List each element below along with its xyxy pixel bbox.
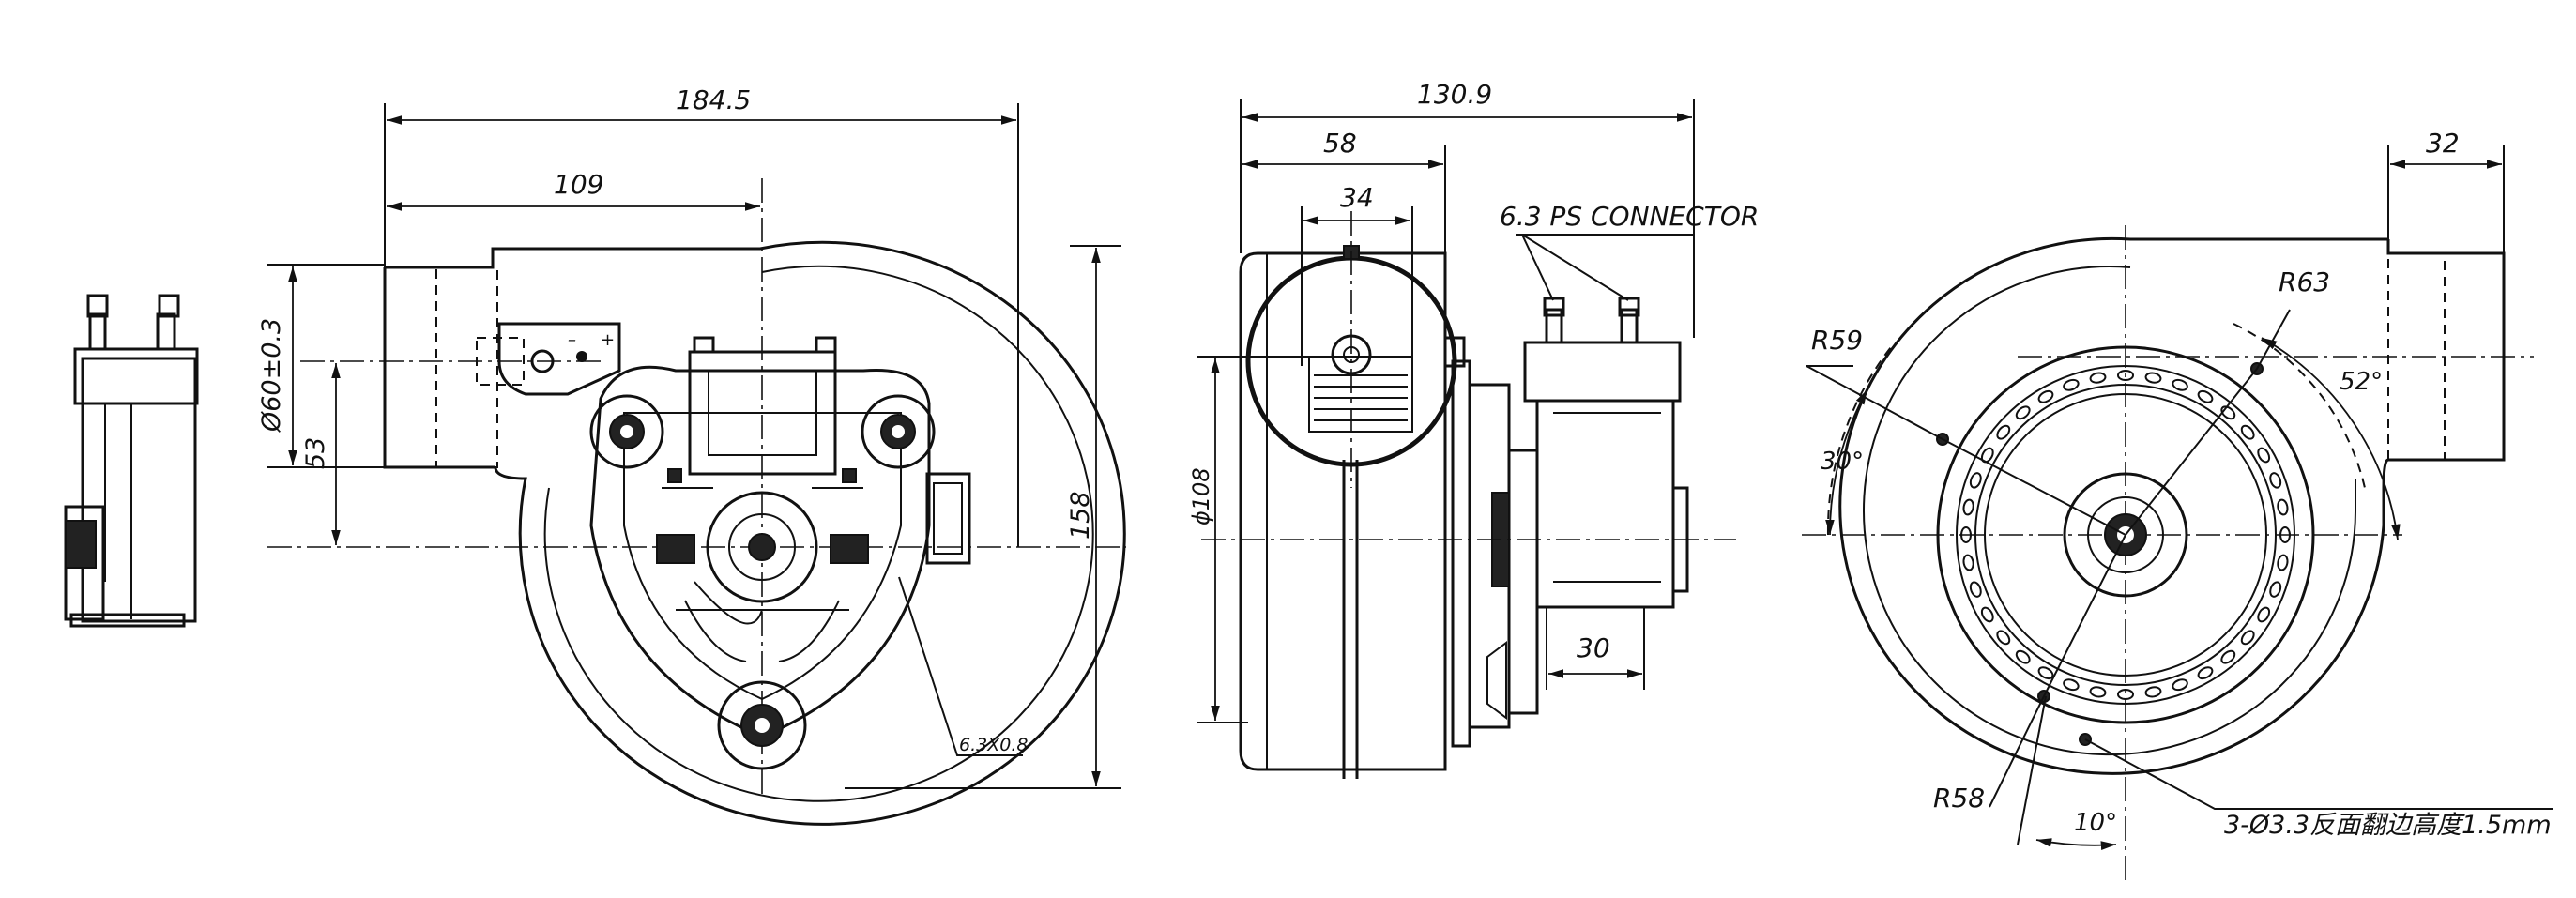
blade-slot	[1969, 472, 1982, 489]
blade-slot	[2220, 405, 2236, 420]
dim-total-height: 158	[1066, 491, 1095, 540]
blade-slot	[1996, 630, 2011, 646]
blade-slot	[2197, 666, 2214, 680]
blade-slot	[2063, 378, 2080, 391]
back-view: R63 R59 R58 30° 52° 10° 3-Ø3.3反面翻边高度1.5m…	[1802, 128, 2553, 882]
blade-slot	[2172, 678, 2188, 692]
blade-slot	[2257, 447, 2271, 464]
blade-slot	[2240, 630, 2255, 646]
angle-52: 52°	[2340, 368, 2383, 396]
svg-text:–: –	[568, 330, 576, 350]
dim-outlet-diameter: Ø60±0.3	[257, 318, 286, 433]
svg-text:+: +	[601, 330, 615, 350]
blade-slot	[2172, 378, 2188, 391]
blade-slot	[1969, 581, 1982, 598]
blade-slot	[2015, 405, 2031, 420]
dim-diameter: ϕ108	[1188, 467, 1214, 525]
radius-r59: R59	[1811, 325, 1863, 356]
radius-r58: R58	[1933, 783, 1985, 814]
angle-10: 10°	[2074, 809, 2117, 837]
angle-30: 30°	[1821, 448, 1864, 476]
blade-slot	[2037, 666, 2054, 680]
dim-housing-depth: 58	[1323, 128, 1357, 159]
blade-slot	[2144, 686, 2162, 698]
blade-slot	[2197, 389, 2214, 403]
blade-slot	[2089, 686, 2107, 698]
front-view: + – 6.3X0.8 184.5 109 Ø60±0.3 53 158	[257, 84, 1126, 826]
blade-slot	[2117, 370, 2134, 381]
dim-outlet-height: 53	[301, 437, 330, 469]
dim-inner: 34	[1340, 182, 1374, 213]
blade-slot	[2269, 581, 2282, 598]
blade-slot	[1980, 447, 1994, 464]
blade-slot	[2015, 649, 2031, 664]
dim-motor: 30	[1577, 632, 1610, 663]
radius-r63: R63	[2279, 266, 2330, 297]
dim-outlet-center: 109	[554, 169, 603, 200]
blade-slot	[2037, 389, 2054, 403]
blade-slot	[1962, 554, 1974, 571]
dim-outlet-length: 32	[2426, 128, 2460, 159]
holes-note: 3-Ø3.3反面翻边高度1.5mm	[2224, 811, 2552, 840]
blade-slot	[1962, 498, 1974, 516]
connector-label: 6.3 PS CONNECTOR	[1500, 201, 1759, 232]
blade-slot	[2277, 554, 2289, 571]
side-view-left	[64, 294, 199, 628]
terminal-size-label: 6.3X0.8	[959, 735, 1028, 755]
blade-slot	[2220, 649, 2236, 664]
blade-slot	[2269, 472, 2282, 489]
blade-slot	[2240, 424, 2255, 440]
blade-slot	[1996, 424, 2011, 440]
dim-overall-width: 184.5	[676, 84, 751, 115]
blade-slot	[2144, 372, 2162, 384]
blade-slot	[1960, 526, 1972, 543]
blade-slot	[2257, 606, 2271, 623]
dim-overall-depth: 130.9	[1417, 79, 1492, 110]
blade-slot	[2063, 678, 2080, 692]
blade-slot	[2089, 372, 2107, 384]
side-view-right: 6.3 PS CONNECTOR 130.9 58 34 ϕ108 30	[1188, 79, 1759, 779]
blade-slot	[2277, 498, 2289, 516]
blade-slot	[1980, 606, 1994, 623]
blade-slot	[2117, 689, 2134, 700]
